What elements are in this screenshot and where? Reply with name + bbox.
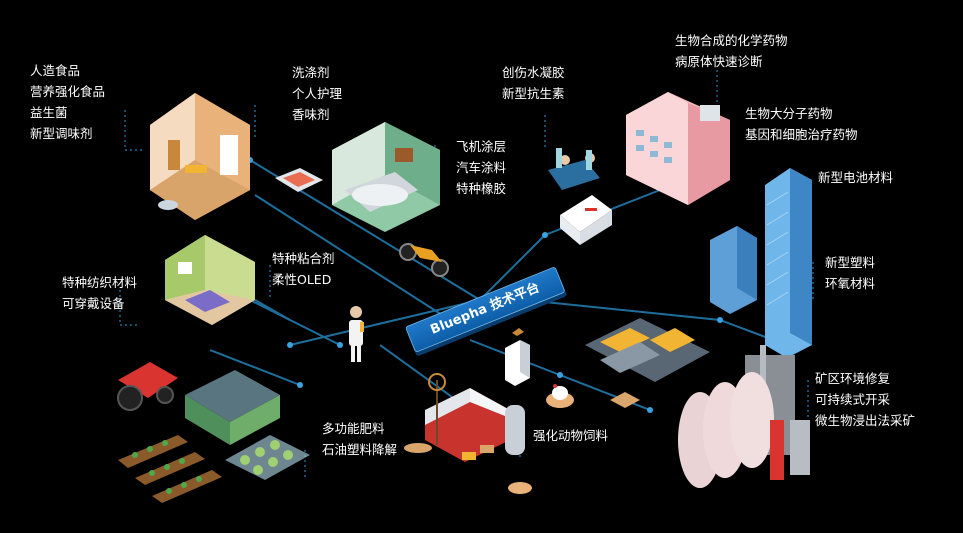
- label-line: 强化动物饲料: [533, 428, 609, 443]
- label-line: 营养强化食品: [30, 84, 106, 99]
- label-line: 石油塑料降解: [322, 442, 398, 457]
- label-line: 基因和细胞治疗药物: [745, 127, 858, 142]
- label-line: 特种橡胶: [456, 181, 507, 196]
- label-line: 可持续式开采: [815, 392, 891, 407]
- label-line: 微生物浸出法采矿: [815, 413, 916, 428]
- label-line: 创伤水凝胶: [502, 65, 565, 80]
- mining-machinery-illustration: [585, 318, 710, 408]
- greenhouse-illustration: [185, 370, 310, 480]
- plastics-applications-label: 新型塑料 环氧材料: [825, 252, 875, 294]
- bedroom-illustration: [165, 235, 255, 325]
- label-line: 生物合成的化学药物: [675, 33, 788, 48]
- label-line: 益生菌: [30, 105, 68, 120]
- label-line: 新型抗生素: [502, 86, 565, 101]
- food-applications-label: 人造食品 营养强化食品 益生菌 新型调味剂: [30, 60, 105, 144]
- label-line: 洗涤剂: [292, 65, 330, 80]
- label-line: 新型塑料: [825, 255, 876, 270]
- worker-figure-illustration: [349, 306, 364, 362]
- label-line: 多功能肥料: [322, 421, 385, 436]
- lab-cabinet-illustration: [505, 328, 530, 386]
- food-house-illustration: [150, 93, 250, 220]
- label-line: 特种粘合剂: [272, 251, 335, 266]
- label-line: 环氧材料: [825, 276, 876, 291]
- biologic-drugs-applications-label: 生物大分子药物 基因和细胞治疗药物: [745, 103, 858, 145]
- label-line: 柔性OLED: [272, 272, 332, 287]
- garage-illustration: [332, 122, 440, 232]
- label-line: 个人护理: [292, 86, 343, 101]
- label-line: 病原体快速诊断: [675, 54, 763, 69]
- chicken-illustration: [546, 384, 574, 408]
- label-line: 矿区环境修复: [815, 371, 891, 386]
- crop-beds-illustration: [118, 435, 222, 503]
- refinery-illustration: [678, 345, 810, 488]
- ambulance-illustration: [560, 195, 612, 245]
- label-line: 香味剂: [292, 107, 330, 122]
- textile-applications-label: 特种纺织材料 可穿戴设备: [62, 272, 137, 314]
- medical-care-illustration: [548, 148, 600, 190]
- wound-care-applications-label: 创伤水凝胶 新型抗生素: [502, 62, 565, 104]
- tractor-illustration: [117, 362, 178, 411]
- animal-feed-applications-label: 强化动物饲料: [533, 425, 608, 446]
- label-line: 特种纺织材料: [62, 275, 138, 290]
- battery-applications-label: 新型电池材料: [818, 167, 893, 188]
- label-line: 新型电池材料: [818, 170, 894, 185]
- label-line: 汽车涂料: [456, 160, 507, 175]
- label-line: 可穿戴设备: [62, 296, 125, 311]
- fertilizer-applications-label: 多功能肥料 石油塑料降解: [322, 418, 397, 460]
- product-tray-illustration: [275, 168, 323, 192]
- motorcycle-illustration: [399, 243, 449, 277]
- office-towers-illustration: [710, 168, 812, 358]
- coatings-applications-label: 飞机涂层 汽车涂料 特种橡胶: [456, 136, 506, 199]
- chemical-drugs-applications-label: 生物合成的化学药物 病原体快速诊断: [675, 30, 788, 72]
- barn-illustration: [404, 373, 532, 494]
- label-line: 飞机涂层: [456, 139, 507, 154]
- hospital-building-illustration: [626, 92, 730, 205]
- label-line: 人造食品: [30, 63, 81, 78]
- label-line: 新型调味剂: [30, 126, 93, 141]
- personal-care-applications-label: 洗涤剂 个人护理 香味剂: [292, 62, 342, 125]
- mining-applications-label: 矿区环境修复 可持续式开采 微生物浸出法采矿: [815, 368, 915, 431]
- label-line: 生物大分子药物: [745, 106, 833, 121]
- adhesive-applications-label: 特种粘合剂 柔性OLED: [272, 248, 335, 290]
